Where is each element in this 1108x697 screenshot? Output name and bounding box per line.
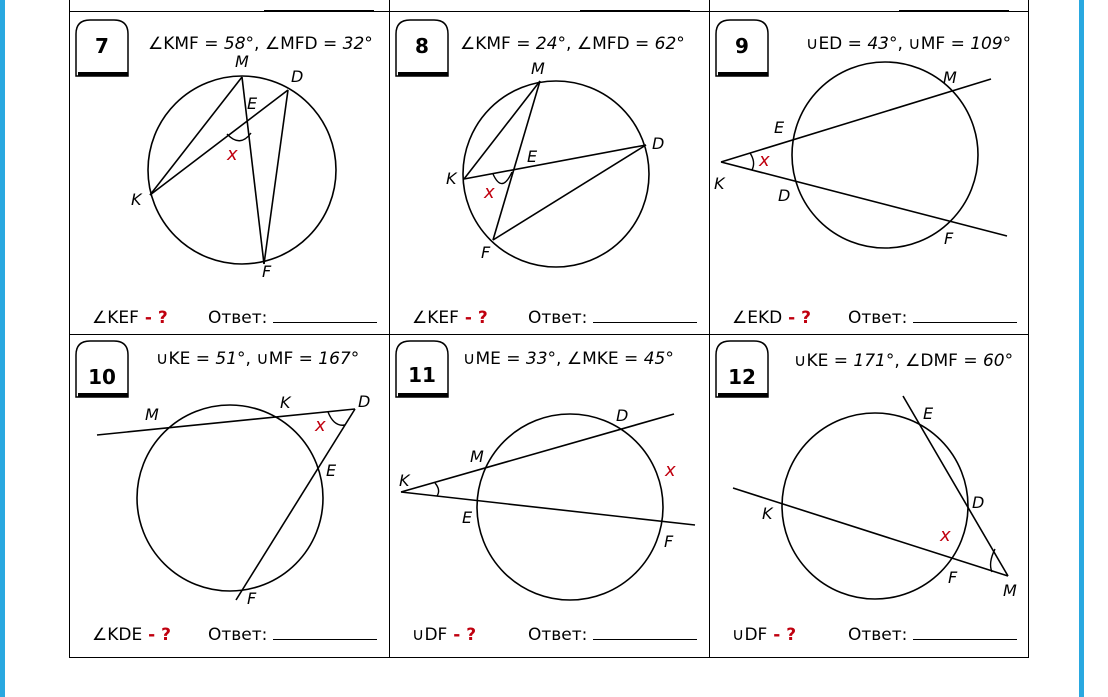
problem-9-card: 9 ∪ED = 43°, ∪MF = 109° M E K D F x ∠EKD… <box>709 11 1029 335</box>
problem-12-figure <box>715 340 1009 600</box>
prev-answer-line <box>899 10 1009 12</box>
problem-11-figure <box>395 340 696 601</box>
problem-number: 11 <box>408 363 436 387</box>
point-label-f: F <box>948 568 958 587</box>
point-label-k: K <box>714 174 725 193</box>
point-label-e: E <box>247 94 258 113</box>
point-label-m: M <box>145 405 159 424</box>
point-label-d: D <box>616 406 629 425</box>
answer-field[interactable]: Ответ: <box>848 308 1018 328</box>
point-label-m: M <box>470 447 484 466</box>
page-frame-right <box>1079 0 1084 697</box>
divider <box>1028 0 1029 12</box>
divider <box>389 0 390 12</box>
point-label-f: F <box>944 229 954 248</box>
point-label-m: M <box>235 52 249 71</box>
question: ∠KEF - ? <box>412 308 488 328</box>
point-label-e: E <box>462 508 473 527</box>
question: ∠KEF - ? <box>92 308 168 328</box>
prev-answer-line <box>580 10 690 12</box>
problem-number: 7 <box>95 34 109 58</box>
unknown-angle-mark: x <box>315 415 326 436</box>
point-label-e: E <box>527 147 538 166</box>
problem-10-card: 10 ∪KE = 51°, ∪MF = 167° M K D E F x ∠KD… <box>69 334 390 658</box>
given-values: ∠KMF = 24°, ∠MFD = 62° <box>460 34 685 54</box>
problem-grid: 7 ∠KMF = 58°, ∠MFD = 32° M D E K F x ∠KE… <box>69 0 1029 658</box>
point-label-k: K <box>399 471 410 490</box>
problem-number: 12 <box>728 365 756 389</box>
point-label-m: M <box>531 59 545 78</box>
point-label-f: F <box>262 262 272 281</box>
problem-11-card: 11 ∪ME = 33°, ∠MKE = 45° D M K E F x ∪DF… <box>389 334 710 658</box>
page-frame-left <box>0 0 5 697</box>
unknown-angle-mark: x <box>759 150 770 171</box>
point-label-k: K <box>762 504 773 523</box>
point-label-d: D <box>652 134 665 153</box>
point-label-e: E <box>774 118 785 137</box>
point-label-e: E <box>923 404 934 423</box>
problem-10-figure <box>75 340 356 601</box>
given-values: ∪ME = 33°, ∠MKE = 45° <box>463 349 674 369</box>
point-label-m: M <box>943 68 957 87</box>
point-label-k: K <box>131 190 142 209</box>
unknown-arc-mark: x <box>940 525 951 546</box>
unknown-arc-mark: x <box>665 460 676 481</box>
problem-7-figure <box>75 19 337 265</box>
prev-answer-line <box>264 10 374 12</box>
problem-8-card: 8 ∠KMF = 24°, ∠MFD = 62° M D E K F x ∠KE… <box>389 11 710 335</box>
point-label-d: D <box>358 392 371 411</box>
point-label-k: K <box>280 393 291 412</box>
divider <box>709 0 710 12</box>
problem-number: 8 <box>415 34 429 58</box>
problem-12-card: 12 ∪KE = 171°, ∠DMF = 60° E D K F M x ∪D… <box>709 334 1029 658</box>
point-label-f: F <box>664 532 674 551</box>
problem-9-figure <box>715 19 1008 249</box>
point-label-d: D <box>291 67 304 86</box>
given-values: ∪KE = 171°, ∠DMF = 60° <box>794 351 1014 371</box>
question: ∪DF - ? <box>732 625 797 645</box>
divider <box>69 0 70 12</box>
answer-field[interactable]: Ответ: <box>848 625 1018 645</box>
point-label-m: M <box>1003 581 1017 600</box>
answer-field[interactable]: Ответ: <box>208 308 378 328</box>
point-label-e: E <box>326 461 337 480</box>
given-values: ∪ED = 43°, ∪MF = 109° <box>806 34 1012 54</box>
point-label-d: D <box>972 493 985 512</box>
problem-number: 9 <box>735 34 749 58</box>
question: ∠EKD - ? <box>732 308 812 328</box>
question: ∪DF - ? <box>412 625 477 645</box>
problem-number: 10 <box>88 365 116 389</box>
problem-8-figure <box>395 19 650 268</box>
answer-field[interactable]: Ответ: <box>528 308 698 328</box>
question: ∠KDE - ? <box>92 625 172 645</box>
given-values: ∠KMF = 58°, ∠MFD = 32° <box>148 34 373 54</box>
unknown-angle-mark: x <box>484 182 495 203</box>
point-label-k: K <box>446 169 457 188</box>
point-label-d: D <box>778 186 791 205</box>
point-label-f: F <box>481 243 491 262</box>
given-values: ∪KE = 51°, ∪MF = 167° <box>156 349 360 369</box>
unknown-angle-mark: x <box>227 144 238 165</box>
problem-7-card: 7 ∠KMF = 58°, ∠MFD = 32° M D E K F x ∠KE… <box>69 11 390 335</box>
answer-field[interactable]: Ответ: <box>528 625 698 645</box>
answer-field[interactable]: Ответ: <box>208 625 378 645</box>
point-label-f: F <box>247 589 257 608</box>
